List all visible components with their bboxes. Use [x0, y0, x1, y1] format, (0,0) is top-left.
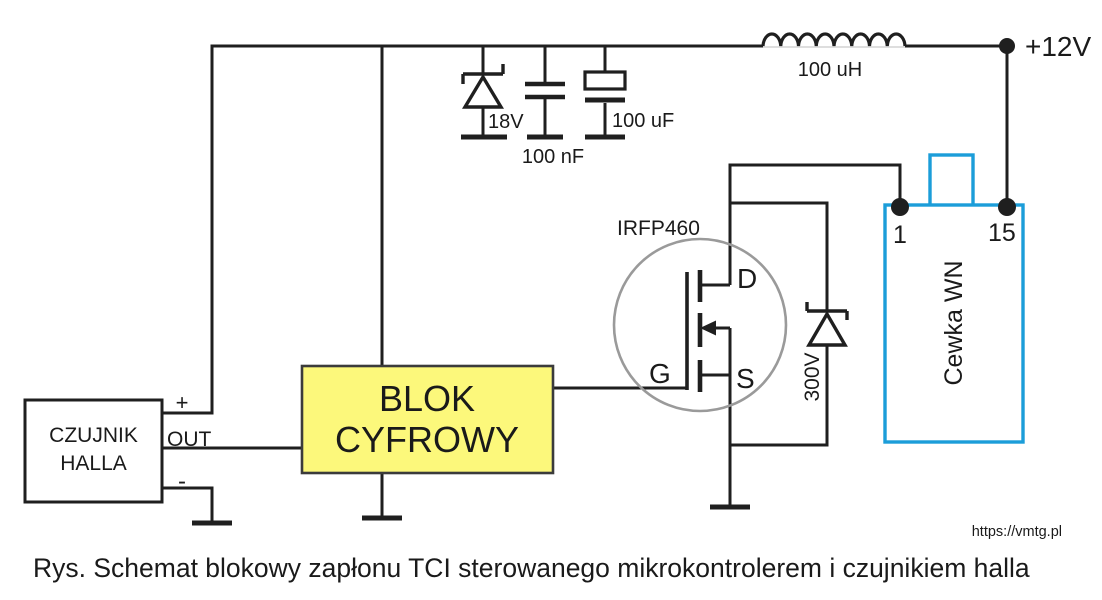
digital-block-name-line2: CYFROWY	[335, 419, 519, 460]
cap-100nf-value-label: 100 nF	[522, 146, 584, 168]
mosfet-body-arrow-icon	[700, 320, 716, 336]
inductor-value-label: 100 uH	[798, 59, 863, 81]
supply-voltage-label: +12V	[1025, 31, 1091, 62]
mosfet-gate-label: G	[649, 358, 671, 389]
transistor-circle-icon	[612, 237, 788, 413]
wire-zener-bottom	[730, 345, 829, 447]
supply-node-dot	[999, 38, 1015, 54]
clamp-zener-value-label: 300V	[801, 352, 824, 401]
wire-drain-coil-pin1	[728, 163, 902, 285]
site-watermark: https://vmtg.pl	[972, 524, 1062, 540]
cap-100uf-value-label: 100 uF	[612, 110, 674, 132]
inductor-coil-icon	[761, 32, 907, 47]
coil-name-label: Cewka WN	[940, 260, 968, 385]
diode-triangle-icon	[461, 73, 505, 109]
wire-hall-gnd	[162, 486, 214, 523]
coil-pin15-dot	[998, 198, 1016, 216]
hall-pin-out-label: OUT	[167, 428, 212, 451]
digital-block-box	[300, 364, 555, 475]
ignition-coil-box	[883, 203, 1025, 444]
wire-zener-top	[730, 201, 829, 311]
hall-pin-plus-label: +	[176, 390, 189, 415]
capacitor-100uf	[583, 70, 627, 103]
digital-block-name-line1: BLOK	[379, 378, 475, 419]
diode-triangle-icon	[806, 310, 848, 347]
zener-300v	[805, 302, 849, 347]
zener-18v	[461, 64, 505, 109]
hall-sensor-box	[23, 398, 164, 504]
zener-18v-value-label: 18V	[488, 111, 524, 133]
junction-dots	[891, 38, 1016, 216]
coil-pin1-dot	[891, 198, 909, 216]
inductor-100uh	[761, 32, 907, 48]
wire-top-rail	[162, 44, 763, 415]
wire-net	[162, 44, 1009, 523]
mosfet-drain-label: D	[737, 263, 757, 294]
coil-hv-tower	[928, 153, 975, 209]
mosfet-source-label: S	[736, 363, 755, 394]
mosfet-symbol	[612, 237, 788, 413]
ground-symbols	[192, 134, 750, 526]
coil-pin1-label: 1	[893, 221, 907, 249]
coil-pin15-label: 15	[988, 219, 1016, 247]
ignition-coil	[883, 153, 1025, 444]
hall-sensor-name-line2: HALLA	[60, 452, 127, 475]
figure-caption: Rys. Schemat blokowy zapłonu TCI sterowa…	[33, 553, 1030, 583]
hall-sensor-name-line1: CZUJNIK	[49, 424, 138, 447]
capacitor-100nf	[525, 81, 565, 100]
hall-pin-minus-label: -	[178, 468, 186, 495]
mosfet-part-label: IRFP460	[617, 217, 700, 240]
